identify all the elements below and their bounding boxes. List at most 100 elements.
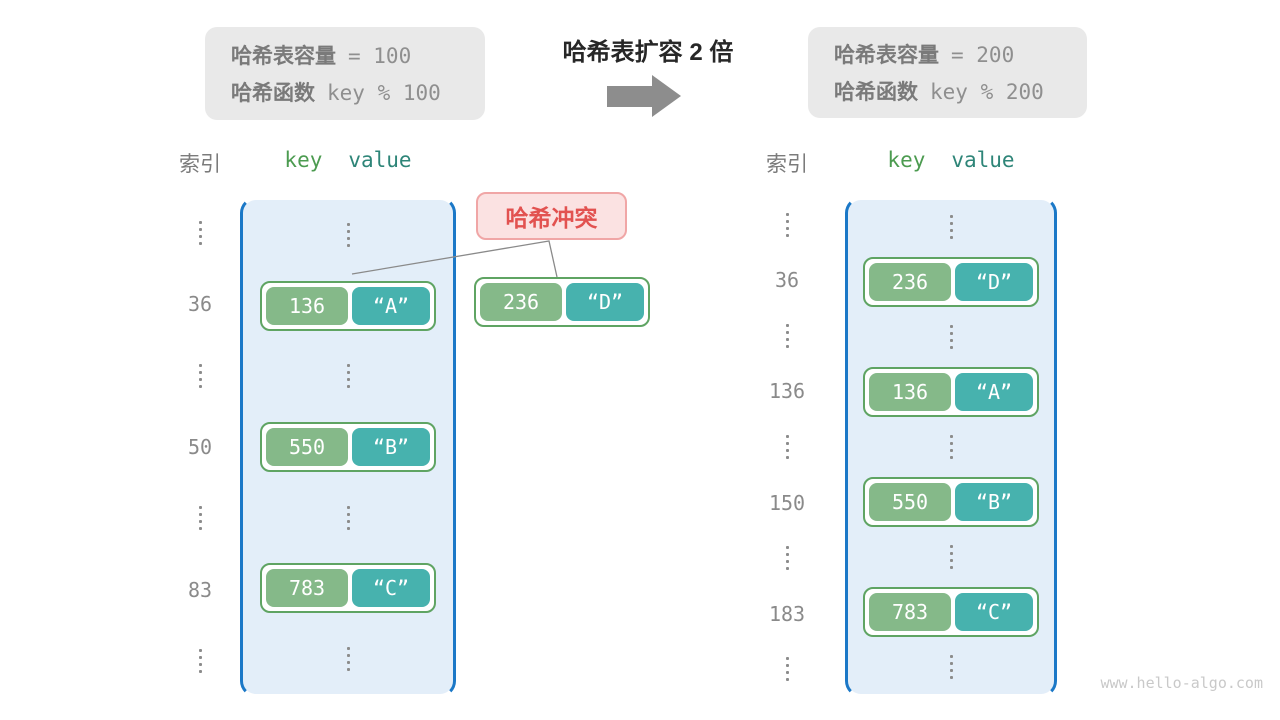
slot-cell	[848, 639, 1054, 694]
ellipsis-icon	[198, 220, 202, 245]
slot-cell	[243, 341, 453, 412]
kv-pair: 236 “D”	[474, 277, 650, 327]
arrow-tail	[607, 86, 652, 107]
index-cell	[170, 483, 230, 554]
capacity-value: = 100	[348, 44, 412, 68]
ellipsis-icon	[198, 363, 202, 388]
index-cell	[757, 419, 817, 475]
slot-cell: 783“C”	[848, 584, 1054, 639]
value-cell: “A”	[352, 286, 430, 325]
watermark: www.hello-algo.com	[1100, 674, 1263, 692]
index-label: 183	[768, 601, 806, 626]
right-index-header: 索引	[766, 153, 808, 176]
kv-pair: 783“C”	[863, 586, 1039, 637]
slot-cell	[848, 529, 1054, 584]
slot-cell: 236“D”	[848, 255, 1054, 310]
key-cell: 783	[869, 592, 951, 631]
index-cell: 150	[757, 475, 817, 531]
value-cell: “A”	[955, 373, 1033, 412]
ellipsis-icon	[198, 506, 202, 531]
slot-cell	[848, 200, 1054, 255]
key-cell: 136	[266, 286, 348, 325]
ellipsis-icon	[785, 657, 789, 682]
index-cell	[170, 197, 230, 268]
hash-collision-label: 哈希冲突	[476, 192, 627, 240]
ellipsis-icon	[949, 654, 953, 679]
slot-cell	[243, 200, 453, 271]
slot-cell: 550“B”	[848, 474, 1054, 529]
index-cell	[170, 626, 230, 697]
key-cell: 236	[869, 263, 951, 302]
hash-function-line: 哈希函数 key % 100	[231, 77, 459, 107]
index-label: 36	[187, 292, 213, 317]
slot-cell	[243, 482, 453, 553]
right-arrow-icon	[607, 75, 681, 118]
index-cell: 183	[757, 586, 817, 642]
value-cell: “B”	[352, 428, 430, 467]
hash-function-label: 哈希函数	[231, 82, 315, 105]
index-label: 150	[768, 490, 806, 515]
index-cell: 50	[170, 411, 230, 482]
transition-title: 哈希表扩容 2 倍	[562, 39, 734, 66]
ellipsis-icon	[346, 364, 350, 389]
hash-function-label: 哈希函数	[834, 81, 918, 104]
key-cell: 236	[480, 283, 562, 321]
ellipsis-icon	[785, 546, 789, 571]
capacity-info-box-after: 哈希表容量 = 200 哈希函数 key % 200	[808, 27, 1087, 118]
left-hash-table-container: 136“A” 550“B” 783“C”	[240, 197, 456, 697]
hash-function-line: 哈希函数 key % 200	[834, 76, 1061, 106]
capacity-value: = 200	[951, 43, 1015, 67]
kv-pair: 136“A”	[260, 280, 436, 331]
index-label: 50	[187, 434, 213, 459]
slot-cell: 550“B”	[243, 412, 453, 483]
ellipsis-icon	[949, 544, 953, 569]
hash-function-value: key % 100	[327, 81, 441, 105]
hash-function-value: key % 200	[930, 80, 1044, 104]
slot-cell: 136“A”	[243, 271, 453, 342]
ellipsis-icon	[949, 435, 953, 459]
ellipsis-icon	[949, 215, 953, 240]
value-cell: “C”	[955, 592, 1033, 631]
index-label: 36	[774, 268, 800, 293]
index-cell	[757, 642, 817, 698]
colliding-pair: 236 “D”	[474, 277, 650, 327]
ellipsis-icon	[198, 649, 202, 674]
kv-pair: 136“A”	[863, 367, 1039, 418]
capacity-label: 哈希表容量	[834, 44, 939, 67]
index-cell	[170, 340, 230, 411]
kv-pair: 550“B”	[260, 422, 436, 473]
index-label: 136	[768, 379, 806, 404]
kv-pair: 236“D”	[863, 257, 1039, 308]
left-index-header: 索引	[179, 153, 221, 176]
slot-cell	[243, 623, 453, 694]
right-index-column: 36 136 150 183	[757, 197, 817, 697]
index-cell	[757, 530, 817, 586]
right-hash-table-container: 236“D” 136“A” 550“B” 783“C”	[845, 197, 1057, 697]
slot-cell: 783“C”	[243, 553, 453, 624]
index-cell: 36	[170, 268, 230, 339]
slot-cell	[848, 420, 1054, 475]
index-cell: 136	[757, 364, 817, 420]
capacity-line: 哈希表容量 = 100	[231, 40, 459, 70]
value-cell: “B”	[955, 482, 1033, 521]
arrow-head	[652, 75, 681, 117]
ellipsis-icon	[346, 646, 350, 671]
right-key-header: key	[887, 148, 926, 172]
ellipsis-icon	[785, 323, 789, 348]
right-value-header: value	[951, 148, 1015, 172]
value-cell: “C”	[352, 569, 430, 608]
index-cell: 36	[757, 253, 817, 309]
key-cell: 550	[266, 428, 348, 467]
index-cell	[757, 308, 817, 364]
capacity-info-box-before: 哈希表容量 = 100 哈希函数 key % 100	[205, 27, 485, 120]
slot-cell	[848, 310, 1054, 365]
capacity-line: 哈希表容量 = 200	[834, 39, 1061, 69]
ellipsis-icon	[785, 212, 789, 237]
right-kv-header: key value	[845, 148, 1057, 172]
left-key-header: key	[284, 148, 323, 172]
value-cell: “D”	[955, 263, 1033, 302]
key-cell: 783	[266, 569, 348, 608]
ellipsis-icon	[346, 223, 350, 248]
